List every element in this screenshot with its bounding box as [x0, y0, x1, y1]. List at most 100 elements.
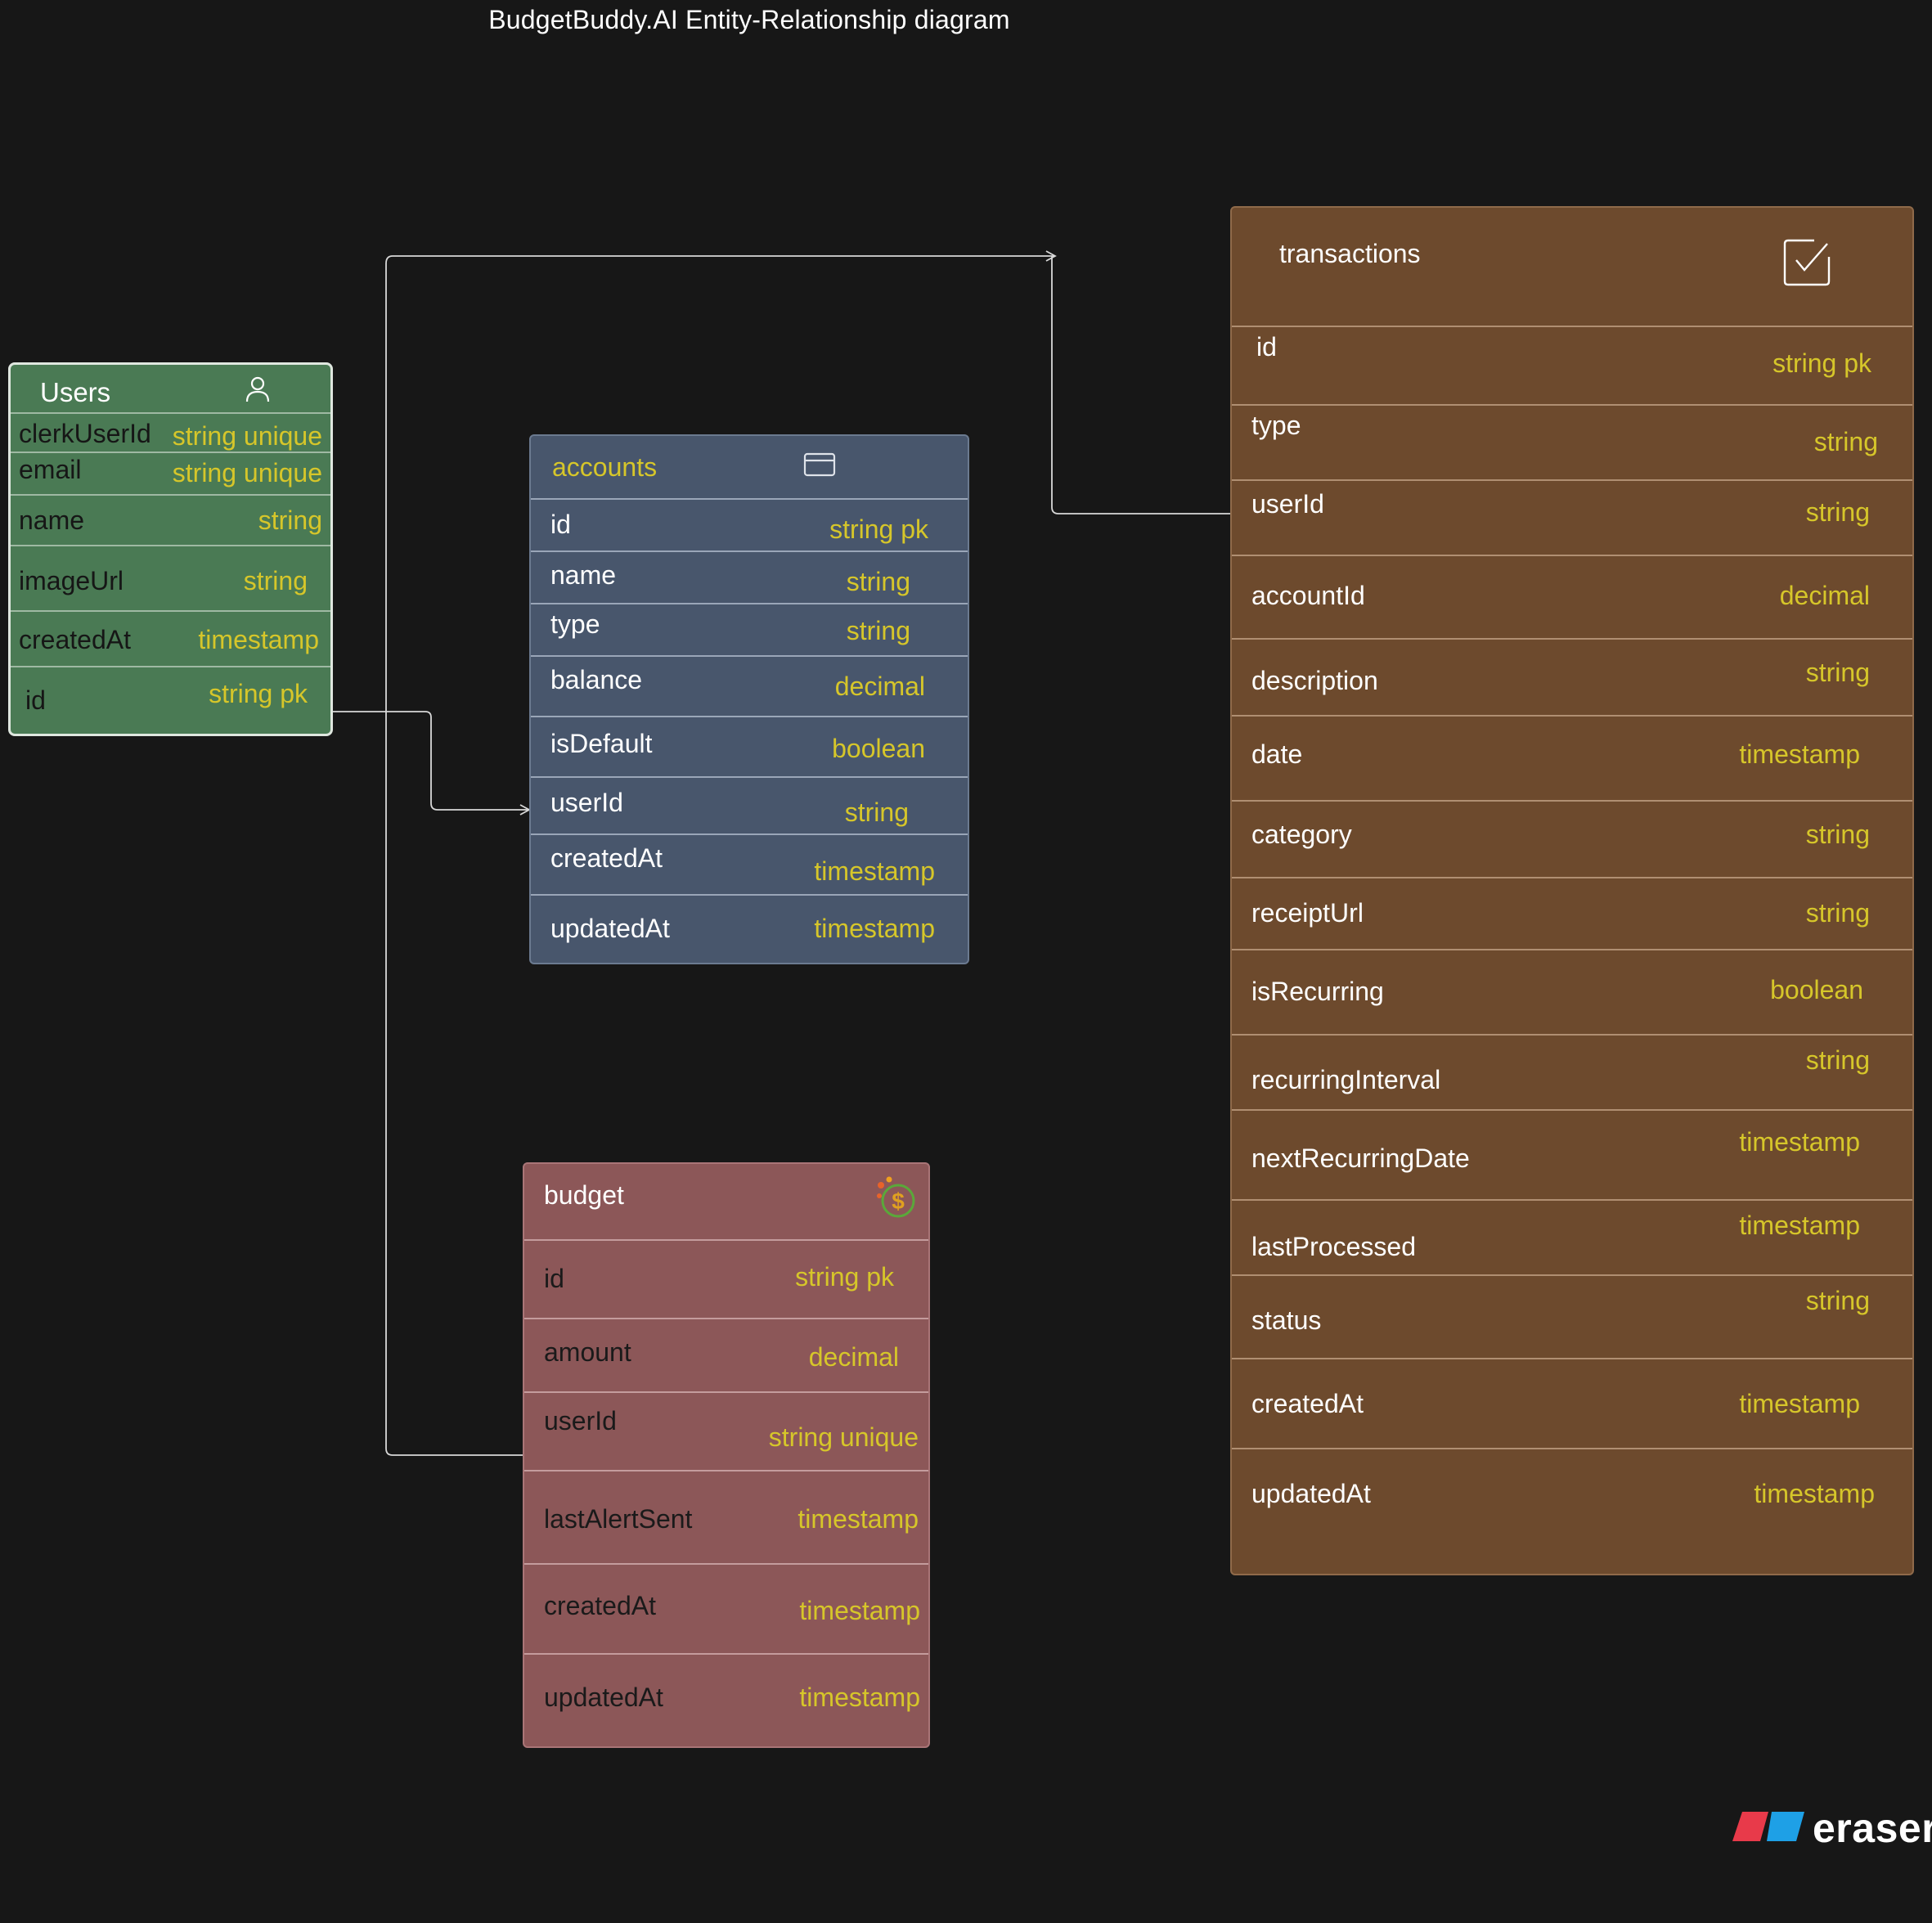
users-field-row[interactable]: imageUrl string [11, 546, 330, 612]
field-name: category [1251, 820, 1352, 849]
field-name: updatedAt [550, 914, 670, 943]
field-name: userId [550, 788, 623, 817]
accounts-field-row[interactable]: id string pk [531, 500, 968, 552]
users-field-row[interactable]: id string pk [11, 667, 330, 734]
accounts-field-row[interactable]: userId string [531, 778, 968, 835]
field-type: decimal [834, 672, 925, 701]
field-name: isDefault [550, 729, 653, 758]
transactions-field-row[interactable]: updatedAt timestamp [1232, 1449, 1912, 1574]
eraser-brand: eraser [1732, 1802, 1932, 1854]
transactions-field-row[interactable]: nextRecurringDate timestamp [1232, 1111, 1912, 1201]
field-name: name [550, 560, 617, 590]
transactions-field-row[interactable]: userId string [1232, 481, 1912, 556]
users-field-row[interactable]: name string [11, 496, 330, 546]
transactions-field-row[interactable]: recurringInterval string [1232, 1036, 1912, 1111]
transactions-field-row[interactable]: lastProcessed timestamp [1232, 1201, 1912, 1276]
field-type: string [1805, 1045, 1870, 1075]
transactions-field-row[interactable]: receiptUrl string [1232, 878, 1912, 950]
field-name: id [544, 1264, 564, 1293]
transactions-entity[interactable]: transactions id string pk type string us… [1230, 206, 1914, 1575]
field-type: timestamp [198, 625, 319, 654]
field-name: type [1251, 411, 1301, 440]
field-name: date [1251, 739, 1303, 769]
field-type: decimal [808, 1342, 899, 1372]
field-name: receiptUrl [1251, 898, 1364, 928]
transactions-header: transactions [1232, 208, 1912, 327]
credit-card-icon [803, 452, 836, 481]
field-type: timestamp [1754, 1479, 1875, 1508]
users-field-row[interactable]: clerkUserId string unique [11, 414, 330, 453]
accounts-field-row[interactable]: name string [531, 552, 968, 604]
budget-header: budget $ [524, 1164, 928, 1241]
svg-text:$: $ [892, 1188, 905, 1214]
accounts-field-row[interactable]: isDefault boolean [531, 717, 968, 778]
budget-field-row[interactable]: createdAt timestamp [524, 1565, 928, 1655]
field-name: imageUrl [19, 566, 124, 595]
accounts-field-row[interactable]: updatedAt timestamp [531, 896, 968, 963]
field-type: string [1805, 497, 1870, 527]
field-type: boolean [1770, 975, 1863, 1004]
checkbox-icon [1781, 237, 1832, 292]
field-name: userId [544, 1406, 617, 1436]
field-name: clerkUserId [19, 419, 151, 448]
field-type: timestamp [814, 914, 935, 943]
field-type: boolean [832, 734, 925, 763]
field-name: name [19, 505, 85, 535]
budget-field-row[interactable]: amount decimal [524, 1319, 928, 1393]
field-name: id [25, 685, 46, 715]
budget-field-row[interactable]: userId string unique [524, 1393, 928, 1471]
field-type: timestamp [1739, 1211, 1860, 1240]
field-type: string unique [768, 1422, 919, 1452]
budget-entity[interactable]: budget $ id string pk amount decimal use… [523, 1162, 930, 1748]
accounts-field-row[interactable]: type string [531, 604, 968, 657]
users-entity-name: Users [40, 377, 111, 407]
budget-field-row[interactable]: lastAlertSent timestamp [524, 1471, 928, 1565]
field-name: userId [1251, 489, 1324, 519]
field-name: createdAt [550, 843, 663, 873]
accounts-field-row[interactable]: balance decimal [531, 657, 968, 717]
field-type: timestamp [1739, 1127, 1860, 1157]
transactions-field-row[interactable]: status string [1232, 1276, 1912, 1359]
field-type: string [844, 798, 909, 827]
field-type: timestamp [1739, 739, 1860, 769]
field-type: timestamp [798, 1504, 919, 1534]
field-type: string [258, 505, 322, 535]
field-name: isRecurring [1251, 977, 1384, 1006]
users-field-row[interactable]: email string unique [11, 453, 330, 496]
accounts-entity[interactable]: accounts id string pk name string type s… [529, 434, 969, 964]
users-to-accounts-connector [333, 711, 531, 815]
transactions-field-row[interactable]: isRecurring boolean [1232, 950, 1912, 1036]
dollar-coin-icon: $ [874, 1175, 919, 1224]
field-type: string [1805, 658, 1870, 687]
field-name: accountId [1251, 581, 1365, 610]
field-type: string [243, 566, 308, 595]
field-name: lastProcessed [1251, 1232, 1416, 1261]
transactions-entity-name: transactions [1279, 239, 1421, 268]
accounts-field-row[interactable]: createdAt timestamp [531, 835, 968, 896]
users-field-row[interactable]: createdAt timestamp [11, 612, 330, 667]
diagram-title: BudgetBuddy.AI Entity-Relationship diagr… [488, 5, 1010, 34]
field-type: string [1805, 1286, 1870, 1315]
field-name: createdAt [19, 625, 131, 654]
transactions-field-row[interactable]: date timestamp [1232, 717, 1912, 802]
transactions-field-row[interactable]: createdAt timestamp [1232, 1359, 1912, 1449]
user-icon [245, 375, 271, 407]
transactions-field-row[interactable]: type string [1232, 406, 1912, 481]
field-type: string pk [829, 514, 928, 544]
accounts-entity-name: accounts [552, 452, 658, 482]
transactions-field-row[interactable]: description string [1232, 640, 1912, 717]
users-entity[interactable]: Users clerkUserId string unique email st… [8, 362, 333, 736]
field-type: timestamp [799, 1683, 920, 1712]
transactions-field-row[interactable]: accountId decimal [1232, 556, 1912, 640]
transactions-field-row[interactable]: category string [1232, 802, 1912, 878]
budget-field-row[interactable]: id string pk [524, 1241, 928, 1319]
field-type: string unique [172, 421, 322, 451]
budget-field-row[interactable]: updatedAt timestamp [524, 1655, 928, 1746]
field-name: description [1251, 666, 1378, 695]
field-type: string [846, 567, 910, 596]
field-type: timestamp [1739, 1389, 1860, 1418]
eraser-logo-icon [1732, 1811, 1804, 1845]
budget-entity-name: budget [544, 1180, 624, 1210]
transactions-field-row[interactable]: id string pk [1232, 327, 1912, 406]
field-type: timestamp [814, 856, 935, 886]
